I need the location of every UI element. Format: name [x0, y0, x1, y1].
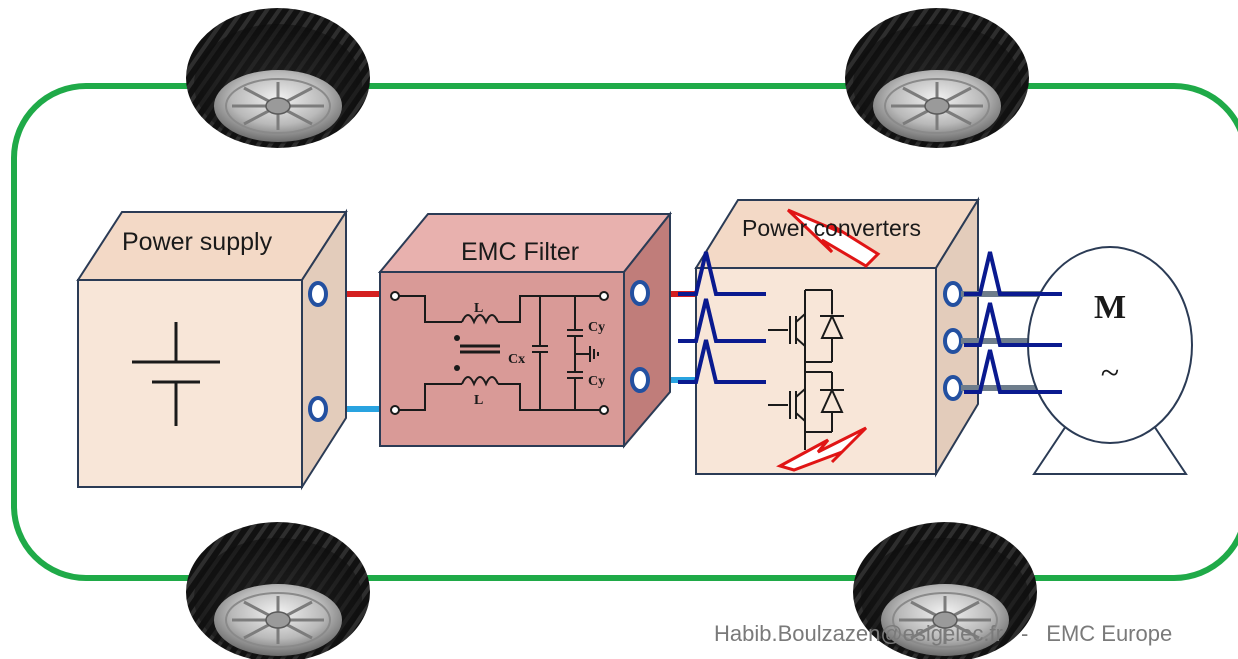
- power-converters-label: Power converters: [742, 215, 921, 241]
- emc-filter-block: L L Cx Cy Cy: [377, 211, 673, 449]
- power-supply-label: Power supply: [122, 228, 273, 256]
- footer-separator: -: [1020, 621, 1029, 646]
- filter-schematic: [390, 291, 609, 415]
- motor-symbol: M: [1094, 289, 1126, 326]
- converter-terminal-u: [943, 281, 963, 307]
- igbt-half-bridge: [768, 289, 844, 450]
- y-capacitor-label-top: Cy: [588, 320, 605, 335]
- wheel-front-right: [843, 6, 1031, 150]
- motor: M ~: [1027, 246, 1193, 475]
- filter-terminal-negative: [630, 367, 650, 393]
- footer-author-email: Habib.Boulzazen@esigelec.fr: [714, 621, 1003, 646]
- footer-event: EMC Europe: [1046, 621, 1173, 646]
- wheel-front-left: [184, 6, 372, 150]
- inductor-label-bottom: L: [474, 393, 483, 408]
- emc-filter-label: EMC Filter: [461, 238, 580, 266]
- spark-icon: [786, 208, 881, 268]
- converter-terminal-w: [943, 375, 963, 401]
- power-supply-block: [76, 208, 348, 491]
- converter-terminal-v: [943, 328, 963, 354]
- ps-terminal-positive: [308, 281, 328, 307]
- battery-symbol: [132, 322, 220, 426]
- footer: Habib.Boulzazen@esigelec.fr-EMC Europe: [714, 621, 1172, 647]
- y-capacitor-label-bottom: Cy: [588, 374, 605, 389]
- x-capacitor-label: Cx: [508, 352, 525, 367]
- ps-terminal-negative: [308, 396, 328, 422]
- motor-ac-symbol: ~: [1101, 355, 1119, 392]
- emi-noise-pulses: [678, 251, 1062, 394]
- chassis-loop: [11, 83, 1238, 581]
- filter-terminal-positive: [630, 280, 650, 306]
- wheel-rear-left: [184, 520, 372, 659]
- inductor-label-top: L: [474, 301, 483, 316]
- spark-icon: [776, 426, 868, 472]
